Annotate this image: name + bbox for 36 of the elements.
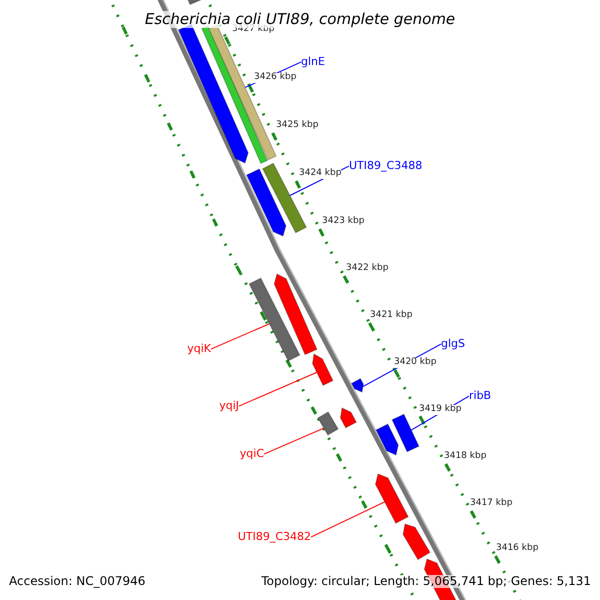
gene-label: UTI89_C3482 xyxy=(238,531,311,544)
gene-label: UTI89_C3488 xyxy=(349,160,422,172)
scale-label: 3421 kbp xyxy=(370,311,412,321)
scale-label: 3424 kbp xyxy=(299,169,342,179)
scale-label: 3426 kbp xyxy=(254,73,296,83)
leader-line xyxy=(238,372,318,407)
gene-label: glgS xyxy=(441,338,466,350)
topology-text: Topology: circular; Length: 5,065,741 bp; Genes: 5,131 xyxy=(261,575,591,588)
gene-feature xyxy=(374,473,409,524)
gene-feature xyxy=(402,523,431,560)
gene-feature xyxy=(376,423,399,456)
gene-feature xyxy=(350,378,364,393)
gene-feature xyxy=(312,353,334,386)
gene-feature xyxy=(317,411,339,436)
gene-feature xyxy=(340,407,357,428)
scale-label: 3418 kbp xyxy=(444,452,486,462)
scale-label: 3425 kbp xyxy=(276,121,318,131)
gene-label: glnE xyxy=(301,56,325,68)
gene-label: ribB xyxy=(469,390,492,402)
scale-label: 3420 kbp xyxy=(394,358,436,368)
scale-label: 3419 kbp xyxy=(419,405,462,415)
scale-label: 3416 kbp xyxy=(496,544,538,554)
leader-line xyxy=(210,323,270,350)
gene-feature xyxy=(391,414,420,452)
leader-line xyxy=(310,501,386,538)
gene-feature xyxy=(248,277,300,362)
accession-text: Accession: NC_007946 xyxy=(9,575,146,588)
gene-feature xyxy=(246,168,286,237)
gene-label: yqiC xyxy=(240,448,264,460)
gene-feature xyxy=(274,273,318,356)
scale-label: 3422 kbp xyxy=(346,264,388,274)
scale-label: 3417 kbp xyxy=(470,499,512,509)
gene-label: yqiK xyxy=(187,343,211,356)
gene-label: yqiJ xyxy=(219,400,239,412)
scale-label: 3423 kbp xyxy=(322,217,364,227)
leader-line xyxy=(264,428,324,455)
